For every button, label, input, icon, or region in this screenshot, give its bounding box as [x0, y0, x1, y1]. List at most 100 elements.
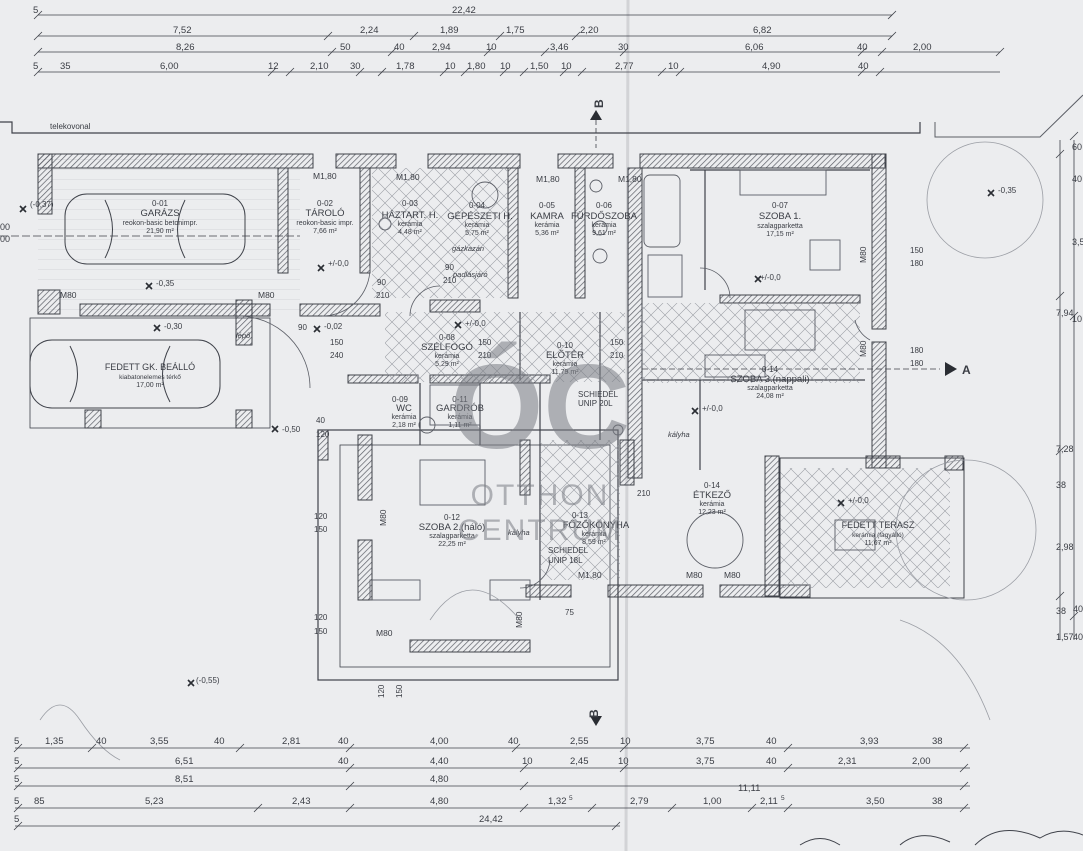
room-area: 11,79 m² — [551, 369, 579, 376]
room-area: 11,67 m² — [864, 540, 892, 547]
dim-label: 40 — [1073, 632, 1083, 642]
door-dim: 120 — [316, 430, 330, 439]
door-dim: 120 — [314, 613, 328, 622]
door-dim: 210 — [443, 276, 457, 285]
opening-label: M1,80 — [536, 174, 560, 184]
door-dim: 90 — [298, 323, 307, 332]
room-code: 0-14 — [762, 365, 779, 374]
level-marker: (-0,37) — [19, 200, 54, 213]
room-code: 0-11 — [452, 395, 468, 404]
room-area: 9,61 m² — [592, 230, 616, 237]
property-line-label: telekovonal — [50, 122, 91, 131]
bottom-dimension-lines — [13, 743, 970, 831]
dim-label: 40 — [214, 736, 225, 747]
room-name: SZÉLFOGÓ — [421, 342, 473, 353]
note-stove: kályha — [668, 430, 690, 439]
dim-label: 7,94 — [1056, 308, 1074, 318]
dim-label: 10 — [486, 42, 497, 53]
dim-label: 1,78 — [396, 61, 415, 72]
plan-notes: gázkazán padlásjáró lépő kályha kályha S… — [236, 244, 690, 565]
room-name: SZOBA 1. — [759, 211, 801, 222]
dim-label: 6,00 — [160, 61, 179, 72]
dim-label: 10 — [522, 756, 533, 767]
level-marker: -0,35 — [145, 279, 175, 290]
svg-text:+/-0,0: +/-0,0 — [465, 319, 486, 328]
room-area: 2,18 m² — [392, 422, 416, 429]
svg-text:+/-0,0: +/-0,0 — [848, 496, 869, 505]
room-finish: kerámia (fagyálló) — [852, 532, 904, 539]
dim-label: 10 — [445, 61, 456, 72]
opening-label: M80 — [258, 290, 275, 300]
room-finish: kerámia — [553, 361, 578, 368]
note-chimney: SCHIEDEL — [578, 390, 619, 399]
door-dim: 150 — [314, 627, 328, 636]
note-gas-boiler: gázkazán — [452, 244, 484, 253]
room-name: GARDRÓB — [436, 403, 484, 414]
opening-label: M80 — [858, 340, 868, 357]
dim-label: 5 — [33, 61, 38, 72]
door-dim: 180 — [910, 346, 924, 355]
room-finish: kerámia — [435, 353, 460, 360]
room-name: ELŐTÉR — [546, 350, 584, 361]
dim-label: 6,82 — [753, 25, 772, 36]
room-area: 17,00 m² — [136, 382, 164, 389]
room-finish: reokon-basic impr. — [296, 220, 353, 227]
room-area: 22,25 m² — [438, 541, 466, 548]
dim-label: 40 — [857, 42, 868, 53]
dim-label: 10 — [1072, 314, 1082, 324]
room-code: 0-13 — [572, 511, 589, 520]
dim-label: 4,80 — [430, 774, 449, 785]
dim-label: 3,46 — [550, 42, 569, 53]
dim-label: 40 — [96, 736, 107, 747]
watermark-line-2: CENTRUM — [458, 514, 622, 547]
dim-label: 5 — [14, 814, 19, 825]
dim-label: 5 — [14, 774, 19, 785]
room-name: TÁROLÓ — [305, 208, 344, 219]
dim-label: 2,45 — [570, 756, 589, 767]
dim-label: 50 — [340, 42, 351, 53]
watermark-logo: ÓC OTTHON CENTRUM — [450, 340, 630, 547]
dim-label: 40 — [766, 756, 777, 767]
dim-label: 10 — [668, 61, 679, 72]
dim-label: 1,57 — [1056, 632, 1074, 642]
svg-text:-0,50: -0,50 — [282, 425, 301, 434]
dim-label: 4,80 — [430, 796, 449, 807]
dim-label: 2,43 — [292, 796, 311, 807]
opening-label: M80 — [60, 290, 77, 300]
dim-label: 2,24 — [360, 25, 379, 36]
door-dim: 120 — [377, 684, 386, 698]
room-finish: szalagparketta — [747, 385, 793, 392]
level-marker: +/-0,0 — [691, 404, 723, 415]
dim-label: 8,26 — [176, 42, 195, 53]
dim-label: 2,00 — [913, 42, 932, 53]
door-dim: 150 — [314, 525, 328, 534]
room-area: 5,75 m² — [465, 230, 489, 237]
dim-label: 38 — [1056, 480, 1066, 490]
note-stove: kályha — [508, 528, 530, 537]
svg-text:-0,35: -0,35 — [998, 186, 1017, 195]
dim-label: 40 — [338, 756, 349, 767]
note-chimney-type: UNIP 20L — [578, 399, 613, 408]
door-dim: 90 — [377, 278, 386, 287]
room-code: 0-08 — [439, 333, 456, 342]
door-dim: 75 — [565, 608, 574, 617]
dim-label: 1,75 — [506, 25, 525, 36]
dim-label: 38 — [932, 796, 943, 807]
room-name: FEDETT GK. BEÁLLÓ — [105, 362, 195, 372]
room-name: SZOBA 2.(háló) — [419, 522, 486, 533]
svg-text:-0,02: -0,02 — [324, 322, 343, 331]
walls — [37, 153, 901, 653]
level-marker: (-0,55) — [187, 676, 220, 687]
watermark-monogram: ÓC — [450, 340, 630, 474]
room-code: 0-09 — [392, 395, 409, 404]
room-area: 5,29 m² — [435, 361, 459, 368]
dim-label: 10 — [618, 756, 629, 767]
level-marker: -0,50 — [271, 425, 301, 434]
